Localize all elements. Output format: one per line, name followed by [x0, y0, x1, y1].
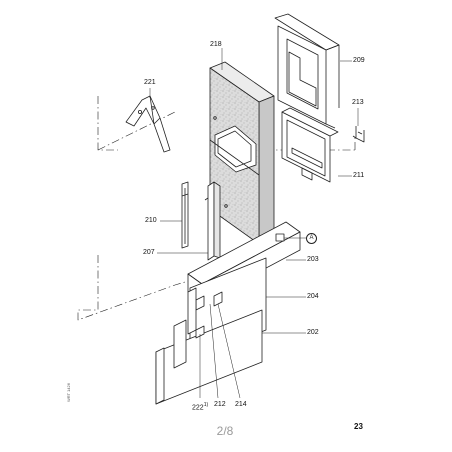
- callout-212: 212: [214, 401, 226, 408]
- leader-lines: [149, 48, 359, 399]
- callout-218: 218: [210, 41, 222, 48]
- insulation-board-218: [209, 61, 275, 245]
- strip-210: [181, 181, 189, 249]
- rear-frame-209: [274, 13, 340, 129]
- callout-222-number: 222: [192, 404, 204, 412]
- callout-203: 203: [307, 256, 319, 263]
- clip-213: [352, 126, 365, 143]
- reference-circle-a: A: [306, 233, 317, 244]
- callout-222-footnote: 1): [203, 402, 209, 408]
- bracket-221: [125, 95, 171, 153]
- callout-202: 202: [307, 329, 319, 336]
- assembly-axis-lines: [77, 96, 356, 321]
- callout-214: 214: [235, 401, 247, 408]
- callout-222: 2221): [192, 401, 208, 412]
- base-panel-202: [155, 309, 263, 405]
- callout-209: 209: [353, 57, 365, 64]
- sheet-number: 23: [354, 422, 363, 431]
- drawing-code: WRT 1426: [66, 383, 71, 402]
- callout-204: 204: [307, 293, 319, 300]
- inner-panel-211: [281, 107, 339, 183]
- page-number: 2/8: [216, 424, 234, 438]
- support-rail-207: [204, 181, 221, 261]
- callout-213: 213: [352, 99, 364, 106]
- callout-210: 210: [145, 217, 157, 224]
- callout-221: 221: [144, 79, 156, 86]
- callout-211: 211: [353, 172, 365, 179]
- callout-207: 207: [143, 249, 155, 256]
